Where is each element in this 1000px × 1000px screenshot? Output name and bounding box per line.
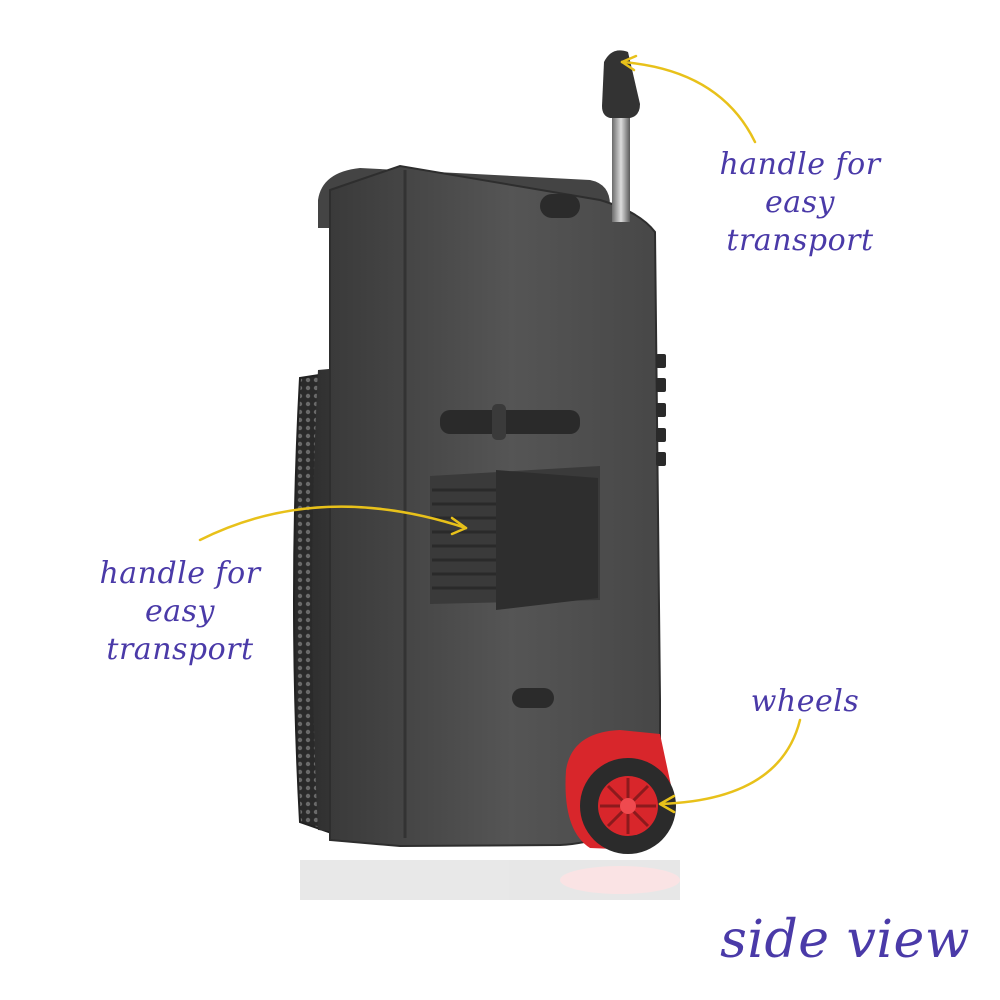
- grip-opening: [496, 470, 598, 610]
- telescopic-pole: [612, 106, 630, 222]
- telescopic-grip: [602, 50, 640, 119]
- control-buttons: [656, 354, 666, 466]
- side-handle: [440, 410, 580, 434]
- annotation-wheels: wheels: [750, 684, 860, 719]
- side-handle-clip: [492, 404, 506, 440]
- annotation-arrow: [198, 54, 802, 814]
- top-recess: [540, 194, 580, 218]
- grip-ribs: [432, 488, 496, 590]
- floor-reflection: [300, 860, 680, 900]
- view-title: side view: [720, 910, 970, 970]
- wheel-hub: [620, 798, 636, 814]
- bottom-recess: [512, 688, 554, 708]
- annotation-handle-top: handle for easy transport: [719, 147, 881, 258]
- annotation-handle-side: handle for easy transport: [99, 556, 261, 667]
